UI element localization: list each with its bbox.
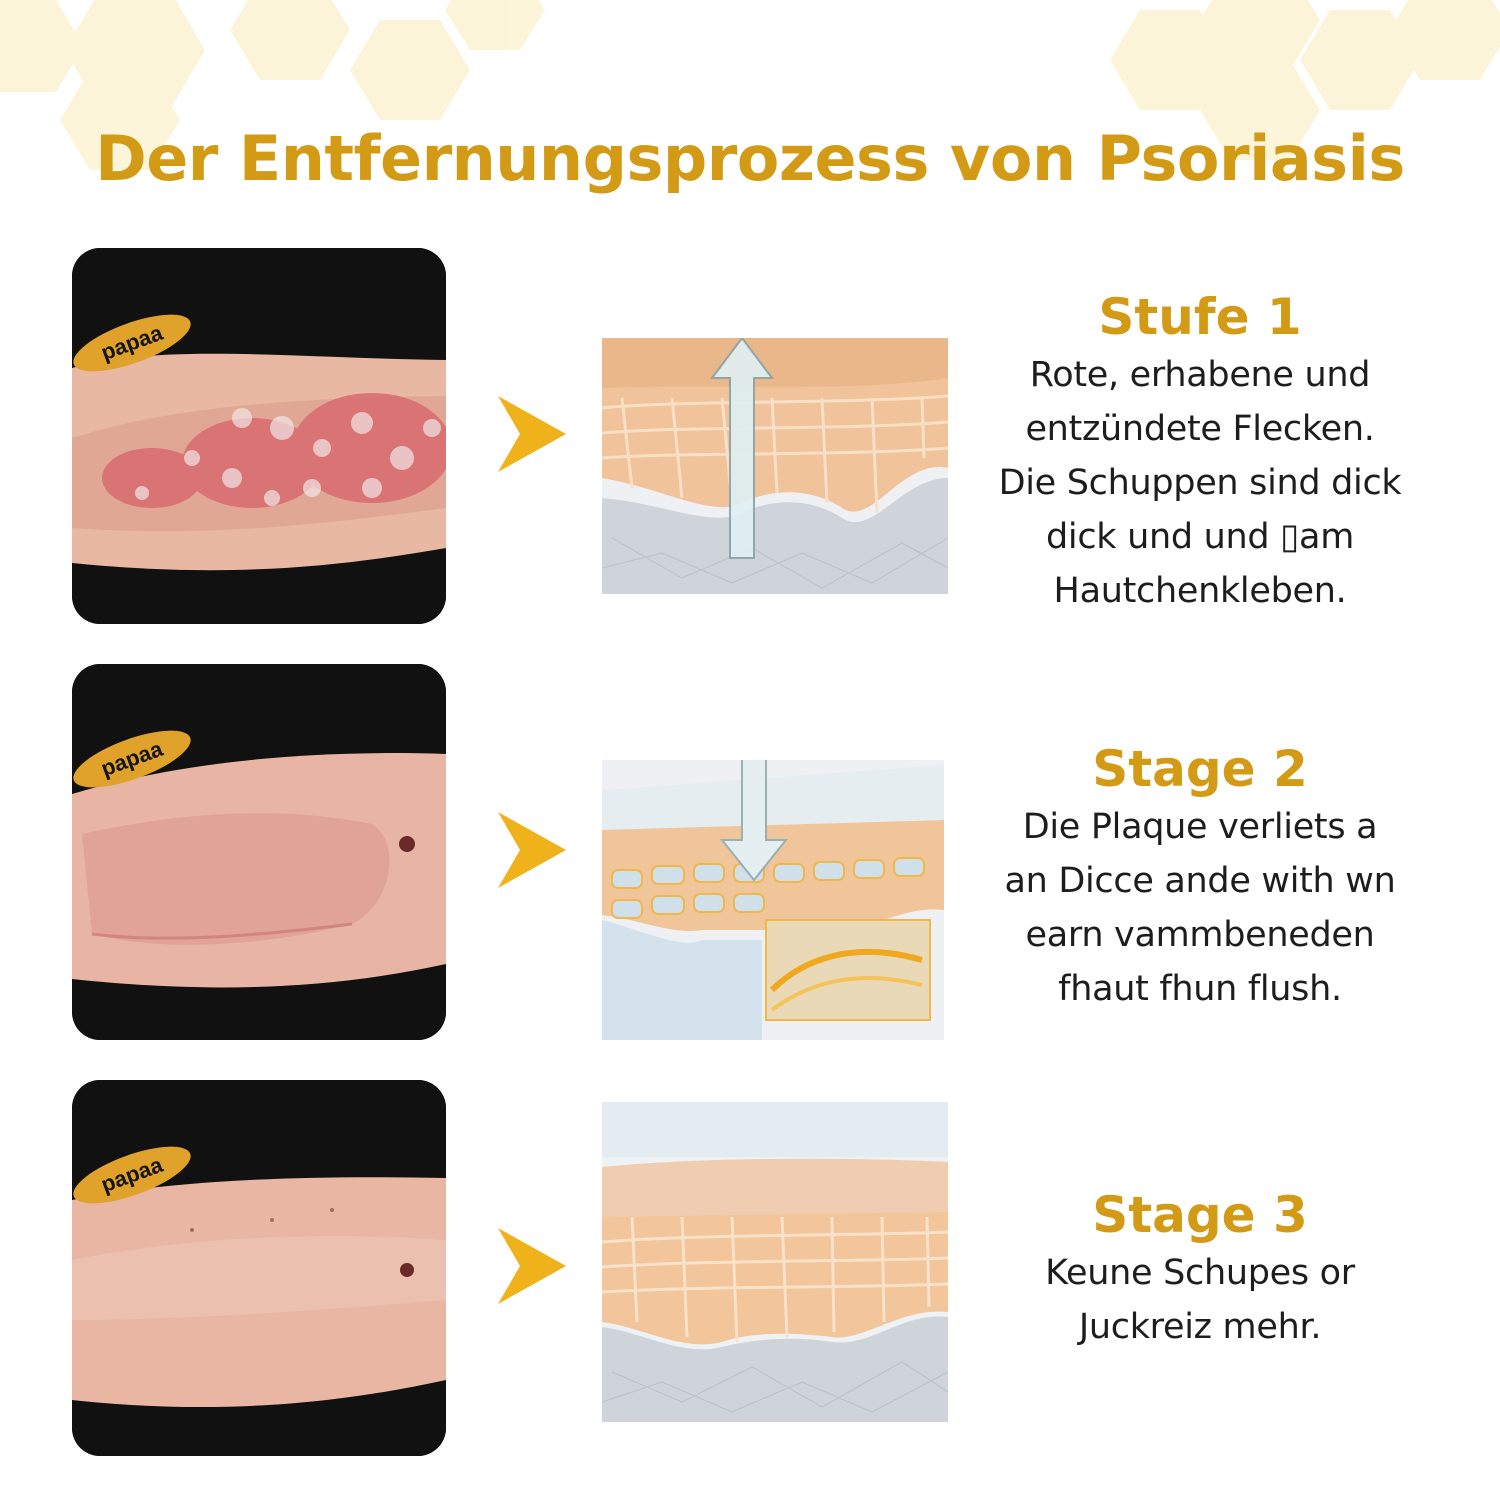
stage-3-skin-illustration xyxy=(602,1102,948,1422)
stage-2-arm-photo: papaa xyxy=(72,664,446,1040)
stage-1-line-4: dick und und ▯am xyxy=(1046,517,1354,557)
stage-row-3: papaa Stage 3 Keune Schup xyxy=(0,1080,1500,1456)
stage-3-arm-photo: papaa xyxy=(72,1080,446,1456)
stage-row-1: papaa Stufe 1 xyxy=(0,248,1500,624)
stage-1-line-2: entzündete Flecken. xyxy=(1025,409,1375,449)
stage-2-skin-illustration xyxy=(602,760,944,1040)
stage-2-line-4: fhaut fhun flush. xyxy=(1058,969,1342,1009)
page-title: Der Entfernungsprozess von Psoriasis xyxy=(95,122,1405,195)
triangle-right-icon xyxy=(494,1226,568,1306)
stage-2-line-1: Die Plaque verliets a xyxy=(1022,807,1378,847)
arrow-up-icon xyxy=(710,338,774,559)
stage-1-line-1: Rote, erhabene und xyxy=(1029,355,1371,395)
stage-1-line-5: Hautchenkleben. xyxy=(1053,571,1347,611)
stage-1-title: Stufe 1 xyxy=(1098,288,1302,346)
triangle-right-icon xyxy=(494,394,568,474)
stage-3-line-1: Keune Schupes or xyxy=(1045,1253,1355,1293)
stage-1-line-3: Die Schuppen sind dick xyxy=(998,463,1402,503)
stage-3-text: Stage 3 Keune Schupes or Juckreiz mehr. xyxy=(970,1184,1430,1354)
triangle-right-icon xyxy=(494,810,568,890)
stage-3-line-2: Juckreiz mehr. xyxy=(1078,1307,1322,1347)
arrow-down-icon xyxy=(719,760,789,882)
stage-row-2: papaa Stage 2 xyxy=(0,664,1500,1040)
stage-2-line-3: earn vammbeneden xyxy=(1025,915,1375,955)
stage-3-title: Stage 3 xyxy=(1092,1186,1308,1244)
stage-2-title: Stage 2 xyxy=(1092,740,1308,798)
stage-1-skin-illustration xyxy=(602,338,948,594)
stage-2-text: Stage 2 Die Plaque verliets a an Dicce a… xyxy=(970,738,1430,1016)
stage-1-text: Stufe 1 Rote, erhabene und entzündete Fl… xyxy=(970,286,1430,618)
stage-1-arm-photo: papaa xyxy=(72,248,446,624)
stage-2-line-2: an Dicce ande with wn xyxy=(1004,861,1396,901)
